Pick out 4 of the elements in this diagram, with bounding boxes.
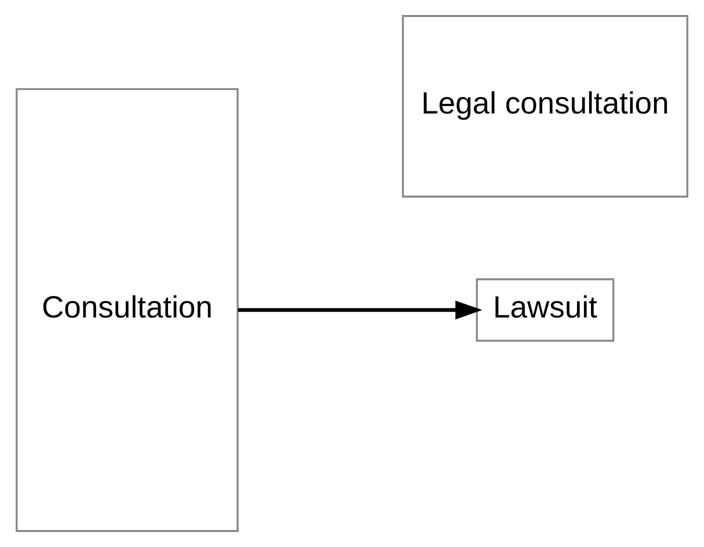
arrow bbox=[238, 300, 482, 320]
node-box: Legal consultation bbox=[402, 15, 688, 198]
node-box: Lawsuit bbox=[476, 278, 614, 342]
node-box: Consultation bbox=[16, 88, 239, 532]
